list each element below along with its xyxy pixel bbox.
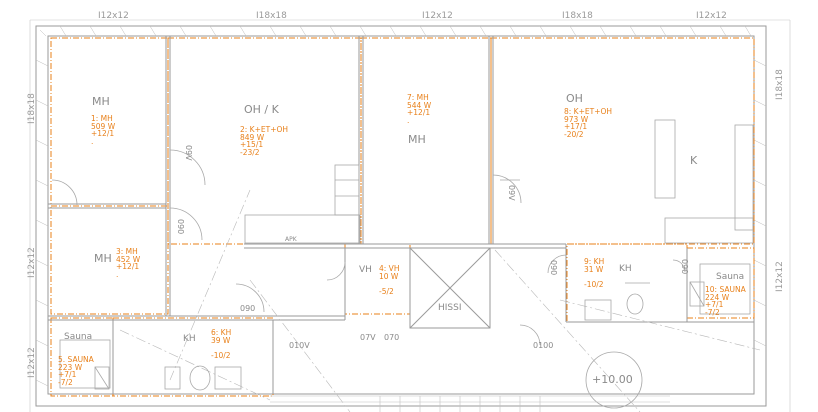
room-name-oh8: OH: [566, 92, 583, 105]
door-swings: [51, 149, 686, 346]
door-code-090-a: 090: [176, 219, 185, 235]
room-name-mh3: MH: [94, 252, 112, 265]
room-label-mh7: 7: MH 544 W +12/1 .: [407, 93, 432, 125]
door-code-09v-b: 09V: [507, 185, 516, 201]
interior-walls: [48, 36, 754, 394]
door-code-090-c: 090: [549, 260, 558, 276]
room-name-kh9: KH: [619, 264, 632, 274]
room-label-oh8: 8: K+ET+OH 973 W +17/1 -20/2: [564, 107, 613, 139]
dimension-lines: [29, 19, 791, 412]
dimension-top-1: I12x12: [98, 11, 129, 21]
door-code-07v: 07V: [360, 333, 376, 342]
dimension-left-3: I12x12: [27, 347, 37, 378]
room-label-mh3: 3: MH 452 W +12/1 .: [116, 247, 141, 279]
dimension-top-4: I18x18: [562, 11, 593, 21]
dimension-right-1: I18x18: [775, 69, 785, 100]
elevation-mark: +10.00: [592, 373, 633, 386]
door-code-070: 070: [384, 333, 400, 342]
dimension-top-5: I12x12: [696, 11, 727, 21]
dimension-left-2: I12x12: [27, 247, 37, 278]
diagonal-lines: [119, 189, 761, 412]
room-name-mh1: MH: [92, 95, 110, 108]
room-boundaries: [50, 37, 755, 397]
room-name-mh7: MH: [408, 133, 426, 146]
dimension-left-1: I18x18: [27, 93, 37, 124]
exterior-walls: [35, 25, 767, 407]
room-label-kh9: 9: KH 31 W -10/2: [584, 257, 605, 289]
room-name-vh4: VH: [359, 265, 372, 275]
room-name-sauna10: Sauna: [716, 272, 745, 282]
room-label-mh1: 1: MH 509 W +12/1 .: [91, 114, 116, 146]
wall-hatch: [35, 25, 767, 387]
door-code-090-d: 090: [680, 259, 689, 275]
room-label-vh4: 4: VH 10 W -5/2: [379, 264, 400, 296]
room-label-sauna10: 10: SAUNA 224 W +7/1 -7/2: [705, 285, 746, 317]
kitchen-label: K: [690, 154, 698, 167]
dimension-right-2: I12x12: [775, 261, 785, 292]
dimension-top-3: I12x12: [422, 11, 453, 21]
dimension-top-2: I18x18: [256, 11, 287, 21]
door-code-090-b: 090: [240, 304, 256, 313]
room-label-ohk: 2: K+ET+OH 849 W +15/1 -23/2: [240, 125, 289, 157]
fixtures: [59, 263, 751, 409]
room-label-sauna5: 5. SAUNA 223 W +7/1 -7/2: [58, 355, 94, 387]
room-label-kh6: 6: KH 39 W -10/2: [211, 328, 232, 360]
room-name-kh6: KH: [183, 334, 196, 344]
apk-label: APK: [285, 236, 297, 243]
room-name-sauna5: Sauna: [64, 332, 93, 342]
stair-lines: [270, 395, 670, 412]
room-name-ohk: OH / K: [244, 103, 279, 116]
kitchen-counters: [244, 119, 754, 244]
door-code-010v: 010V: [289, 341, 310, 350]
door-code-09v-a: 09V: [184, 145, 193, 161]
elevator-label: HISSI: [438, 303, 462, 313]
door-code-0100: 0100: [533, 341, 554, 350]
